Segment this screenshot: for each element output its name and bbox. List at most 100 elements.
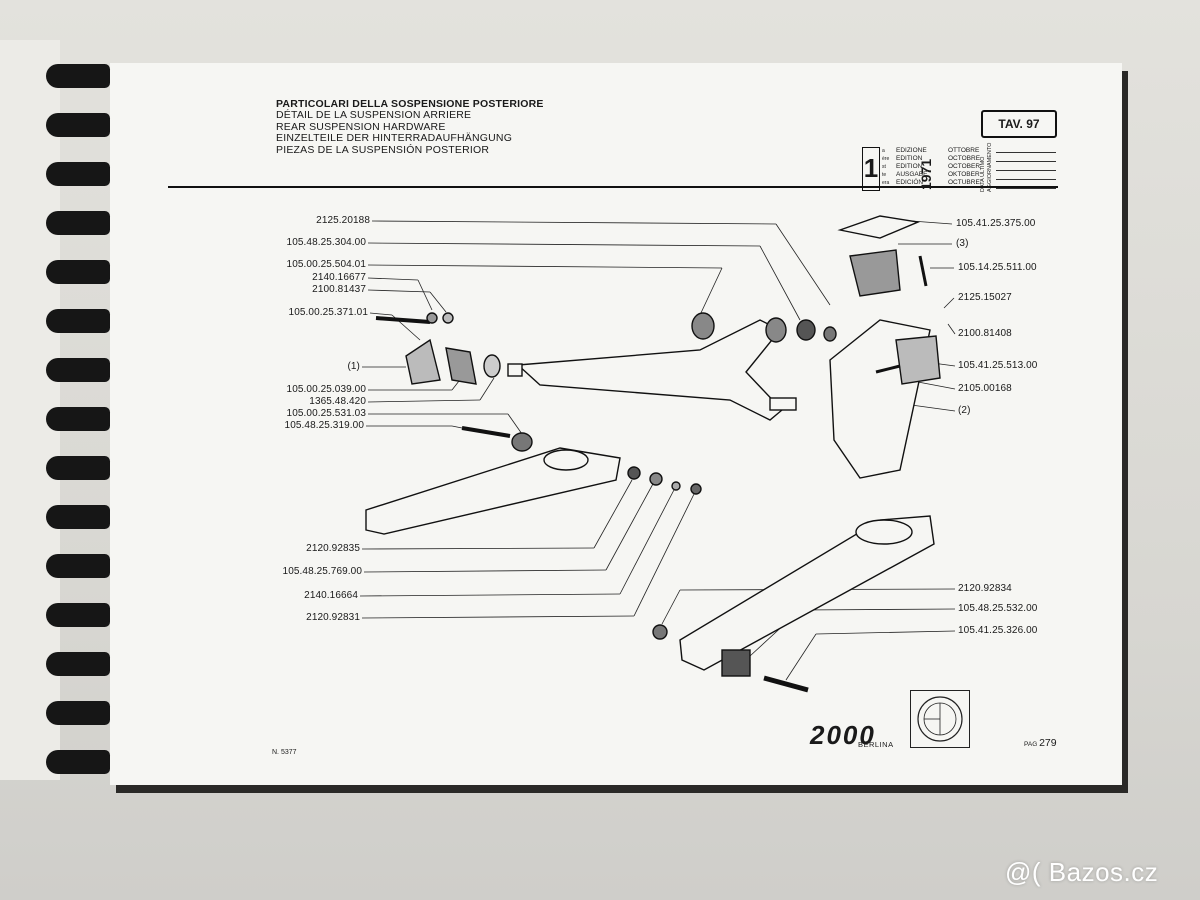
update-line [996, 170, 1056, 171]
part-label: 2120.92834 [958, 583, 1012, 594]
page-label: PAG [1024, 741, 1038, 748]
trailing-arm-upper [516, 319, 784, 421]
leader-line [917, 381, 956, 390]
ring-loop [46, 456, 110, 480]
edition-box: 1 a ère st te era EDIZIONE EDITION EDITI… [862, 147, 1058, 191]
bracket-bushing [445, 347, 477, 385]
leader-line [367, 399, 481, 403]
part-label: (2) [958, 405, 971, 416]
badge-ring [917, 696, 963, 742]
ring-loop [46, 603, 110, 627]
screw [918, 255, 928, 287]
leader-line [759, 245, 801, 321]
ring-loop [46, 505, 110, 529]
leader-line [479, 377, 495, 401]
bolt [375, 316, 431, 324]
binding-ring [42, 452, 116, 484]
page-number: PAG 279 [1024, 737, 1057, 749]
edition-month-4: OCTUBRE [948, 179, 980, 186]
update-line [996, 188, 1056, 189]
binding-ring [42, 354, 116, 386]
ring-loop [46, 358, 110, 382]
part-label: 105.48.25.769.00 [282, 566, 362, 577]
leader-line [429, 291, 447, 313]
part-label: 105.48.25.532.00 [958, 603, 1038, 614]
page-title-block: PARTICOLARI DELLA SOSPENSIONE POSTERIORE… [276, 98, 544, 156]
part-label: 2100.81437 [312, 284, 366, 295]
washer [671, 481, 681, 491]
washer [483, 354, 501, 378]
binding-ring [42, 158, 116, 190]
binding-ring [42, 60, 116, 92]
ring-loop [46, 211, 110, 235]
leader-line [417, 279, 433, 311]
binding-ring [42, 501, 116, 533]
edition-sub-4: era [882, 180, 890, 186]
document-number: N. 5377 [272, 749, 297, 756]
ring-loop [46, 652, 110, 676]
plate [895, 335, 941, 385]
leader-line [815, 630, 956, 635]
edition-label-0: EDIZIONE [896, 147, 927, 154]
part-label: 2120.92835 [306, 543, 360, 554]
binding-ring [42, 648, 116, 680]
bolt [875, 364, 901, 374]
binding-ring [42, 697, 116, 729]
page-value: 279 [1039, 737, 1057, 749]
alfa-romeo-badge-icon [910, 690, 970, 748]
title-spanish: PIEZAS DE LA SUSPENSIÓN POSTERIOR [276, 143, 490, 156]
ring-loop [46, 701, 110, 725]
leader-line [367, 277, 419, 281]
part-label: 2125.15027 [958, 292, 1012, 303]
leader-line [947, 323, 956, 335]
washer [649, 472, 663, 486]
binding-ring [42, 109, 116, 141]
binding-ring [42, 207, 116, 239]
bushing [765, 317, 787, 343]
part-label: 2120.92831 [306, 612, 360, 623]
part-label: (3) [956, 238, 969, 249]
binding-ring [42, 746, 116, 778]
title-german: EINZELTEILE DER HINTERRADAUFHÄNGUNG [276, 132, 513, 145]
ring-loop [46, 750, 110, 774]
edition-label-2: EDITION [896, 163, 923, 170]
ring-loop [46, 309, 110, 333]
leader-line [507, 413, 523, 435]
nut [823, 326, 837, 342]
model-variant: BERLINA [858, 740, 894, 749]
part-label: 105.00.25.039.00 [286, 384, 366, 395]
part-label: 105.48.25.319.00 [284, 420, 364, 431]
title-italian: PARTICOLARI DELLA SOSPENSIONE POSTERIORE [276, 98, 544, 110]
watermark: @( Bazos.cz [1005, 857, 1159, 887]
title-english: REAR SUSPENSION HARDWARE [276, 120, 446, 133]
binding-ring [42, 256, 116, 288]
leader-line [633, 489, 697, 617]
leader-line [367, 264, 723, 269]
part-label: 2140.16677 [312, 272, 366, 283]
edition-month-1: OCTOBRE [948, 155, 981, 162]
binding-ring [42, 599, 116, 631]
leader-line [619, 485, 677, 595]
leader-line [799, 608, 956, 611]
bushing [721, 649, 751, 677]
part-label: 105.00.25.371.01 [288, 307, 368, 318]
nut [796, 319, 816, 341]
part-label: 2105.00168 [958, 383, 1012, 394]
binding-ring [42, 403, 116, 435]
edition-sub-0: a [882, 148, 885, 154]
leader-line [943, 297, 955, 309]
leader-line [367, 242, 761, 247]
edition-label-3: AUSGABE [896, 171, 928, 178]
edition-sub-1: ère [882, 156, 890, 162]
ring-loop [46, 162, 110, 186]
part-label: 105.14.25.511.00 [958, 262, 1037, 273]
catalog-page [110, 63, 1122, 785]
badge-drawing [917, 696, 963, 742]
edition-month-3: OKTOBER [948, 171, 980, 178]
leader-line [361, 547, 595, 550]
leader-line [369, 312, 393, 316]
ring-loop [46, 113, 110, 137]
model-logo: 2000 [810, 720, 876, 750]
parts [365, 215, 941, 693]
washer [442, 312, 454, 324]
